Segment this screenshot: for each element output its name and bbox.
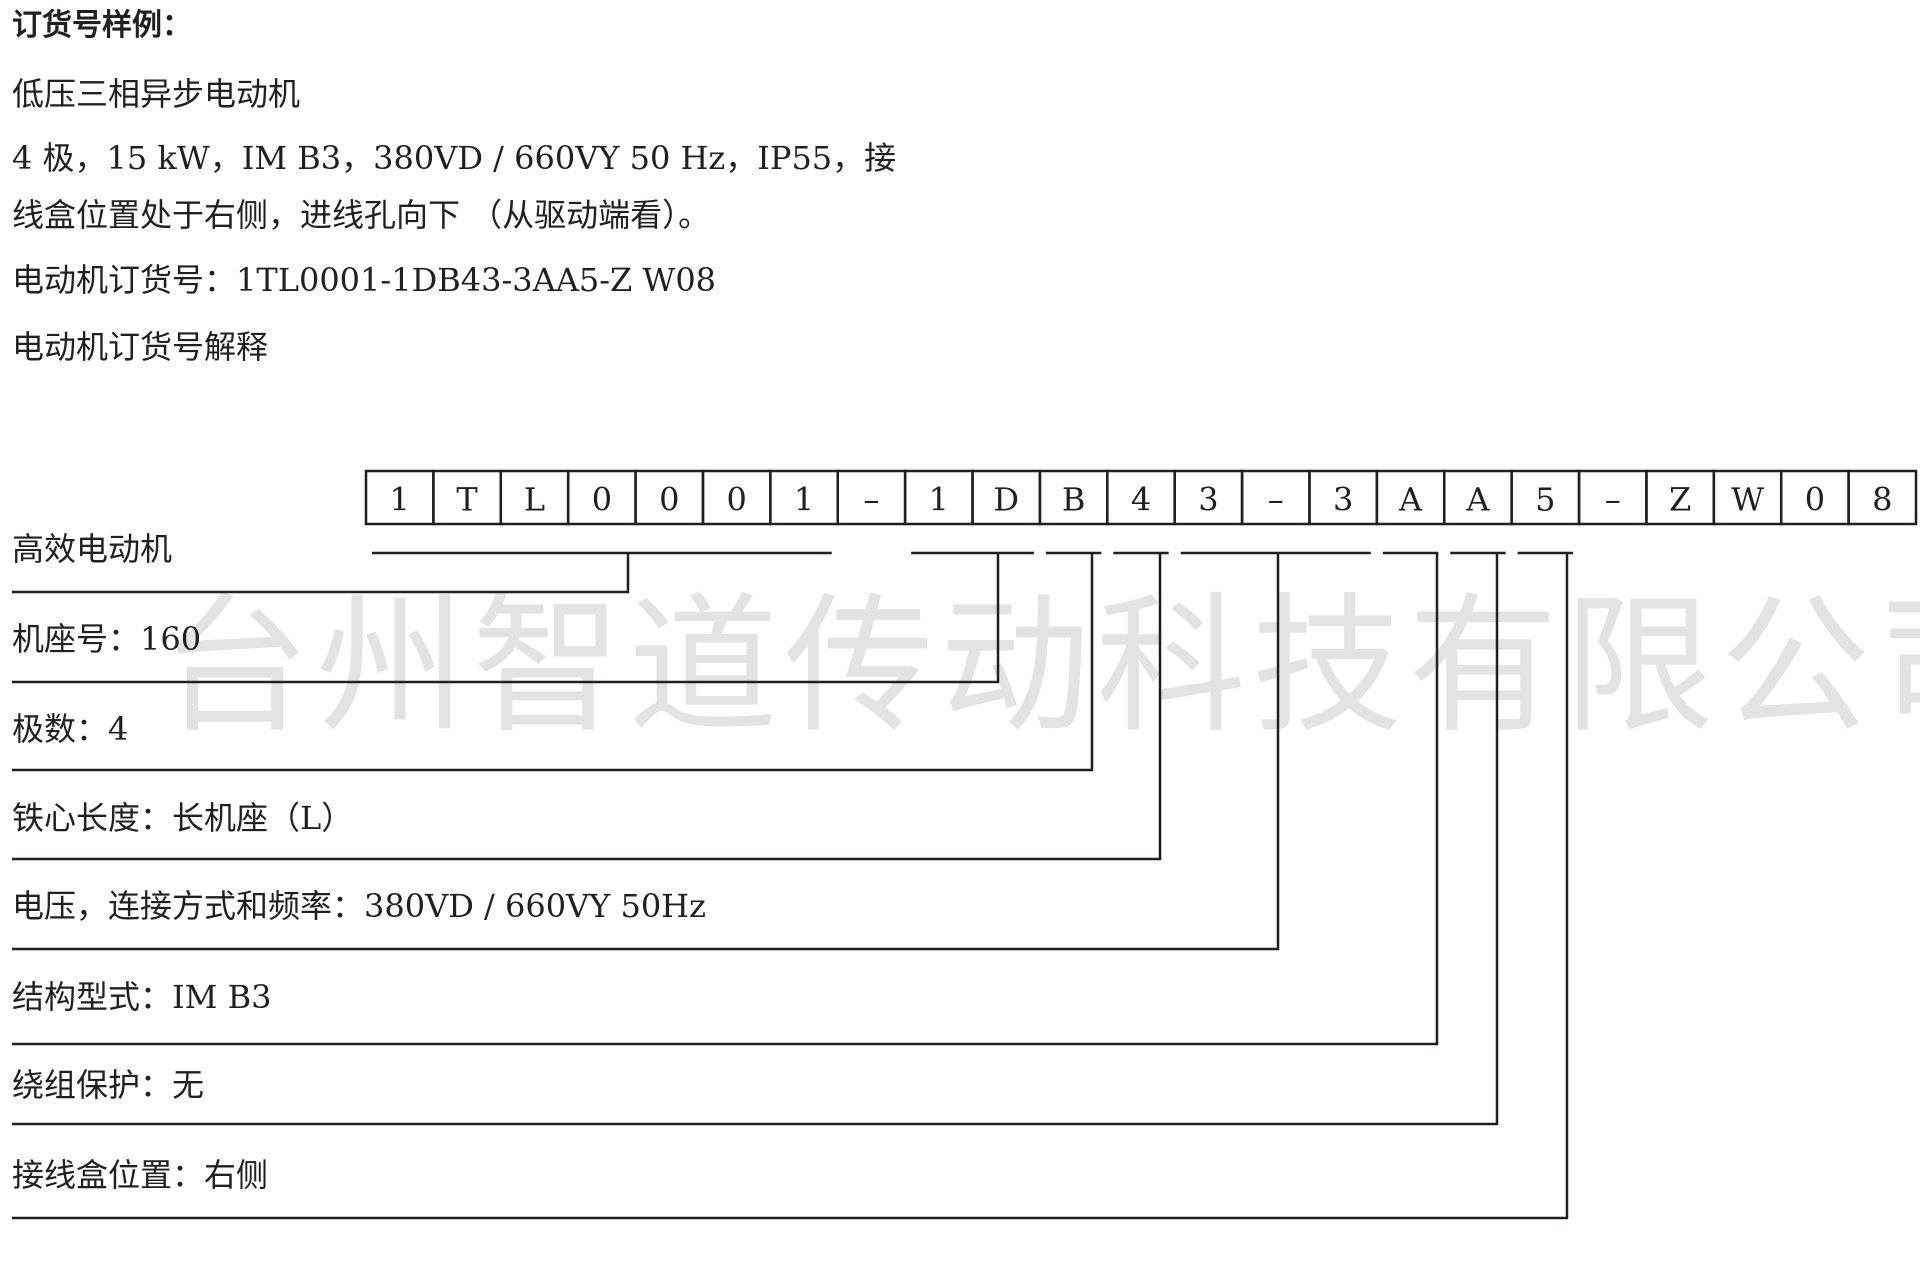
leader-line	[12, 553, 1569, 1220]
code-character: A	[1398, 481, 1423, 519]
leader-line	[12, 553, 1162, 861]
explanation-labels: 高效电动机 机座号：160 极数：4 铁心长度：长机座（L） 电压，连接方式和频…	[12, 530, 706, 1194]
explanation-efficiency: 高效电动机	[12, 530, 172, 568]
code-character: 1	[929, 481, 949, 519]
code-character: A	[1465, 481, 1490, 519]
code-character: D	[993, 481, 1019, 519]
code-character: –	[863, 481, 879, 519]
order-code-boxes: 1 T L 0 0 0 1 – 1 D B 4 3 – 3 A A 5 – Z W 0 8	[364, 469, 1918, 526]
code-character: L	[524, 481, 545, 519]
leader-line	[12, 553, 1000, 684]
code-character: 0	[592, 481, 612, 519]
explanation-leader-lines	[12, 553, 1569, 1220]
leader-line	[12, 553, 1280, 951]
code-character: 8	[1872, 481, 1892, 519]
code-character: T	[456, 481, 478, 519]
code-character: Z	[1669, 481, 1691, 519]
code-character: 1	[794, 481, 814, 519]
code-character: 0	[659, 481, 679, 519]
code-character: –	[1268, 481, 1284, 519]
code-character: 5	[1535, 481, 1555, 519]
leader-line	[12, 553, 1499, 1126]
order-number-explanation-title: 电动机订货号解释	[12, 328, 269, 366]
code-character: 3	[1198, 481, 1218, 519]
motor-type-line: 低压三相异步电动机	[12, 75, 301, 113]
explanation-frame-size: 机座号：160	[12, 620, 201, 658]
explanation-poles: 极数：4	[12, 710, 128, 748]
explanation-core-length: 铁心长度：长机座（L）	[12, 799, 353, 837]
code-character: 3	[1333, 481, 1353, 519]
code-character: B	[1062, 481, 1086, 519]
motor-order-number: 电动机订货号：1TL0001-1DB43-3AA5-Z W08	[12, 261, 717, 299]
code-character: W	[1731, 481, 1764, 519]
explanation-terminal-box: 接线盒位置：右侧	[12, 1156, 268, 1194]
motor-spec-line-2: 线盒位置处于右侧，进线孔向下 （从驱动端看）。	[12, 196, 711, 234]
code-character: 4	[1131, 481, 1151, 519]
explanation-winding-protection: 绕组保护：无	[12, 1066, 204, 1104]
explanation-voltage: 电压，连接方式和频率：380VD / 660VY 50Hz	[12, 887, 706, 925]
code-character: 0	[1805, 481, 1825, 519]
code-box	[1847, 469, 1918, 526]
order-example-heading: 订货号样例：	[12, 8, 192, 43]
explanation-mounting: 结构型式：IM B3	[12, 978, 271, 1016]
leader-line	[12, 553, 1094, 772]
code-character: 1	[390, 481, 410, 519]
leader-line	[12, 553, 1439, 1046]
leader-line	[12, 553, 630, 594]
code-character: 0	[726, 481, 746, 519]
company-watermark: 台州智道传动科技有限公司	[160, 580, 1920, 754]
code-character: –	[1605, 481, 1621, 519]
motor-spec-line-1: 4 极，15 kW，IM B3，380VD / 660VY 50 Hz，IP55…	[12, 139, 897, 177]
